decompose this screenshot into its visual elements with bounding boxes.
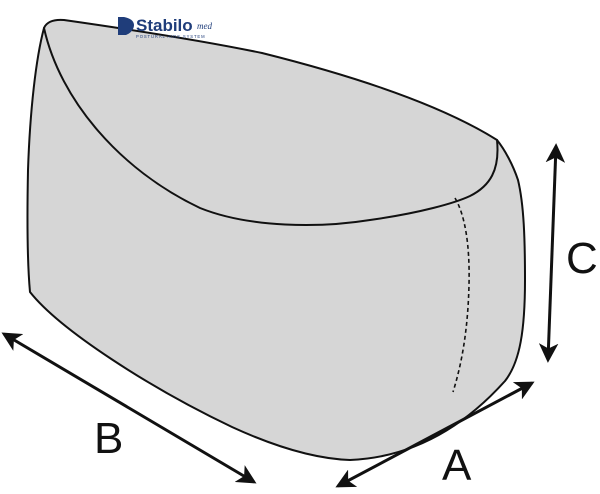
side-seam-dashed (452, 197, 470, 393)
dimension-label-c: C (566, 234, 598, 283)
logo-brand: Stabilo (136, 16, 193, 35)
dimension-label-a: A (442, 441, 472, 490)
seat-body (26, 18, 526, 461)
seat-top-edge (43, 27, 499, 226)
dimension-arrow-b (1, 332, 257, 484)
dimension-label-b: B (94, 414, 123, 463)
logo-mark-icon (118, 17, 134, 35)
dimension-arrow-a (335, 381, 535, 488)
dimension-arrow-c (538, 143, 566, 363)
stabilo-logo: Stabilo med POSTURAL AIDS SYSTEM (118, 16, 212, 39)
logo-tagline: POSTURAL AIDS SYSTEM (136, 34, 206, 39)
logo-suffix: med (197, 21, 212, 31)
